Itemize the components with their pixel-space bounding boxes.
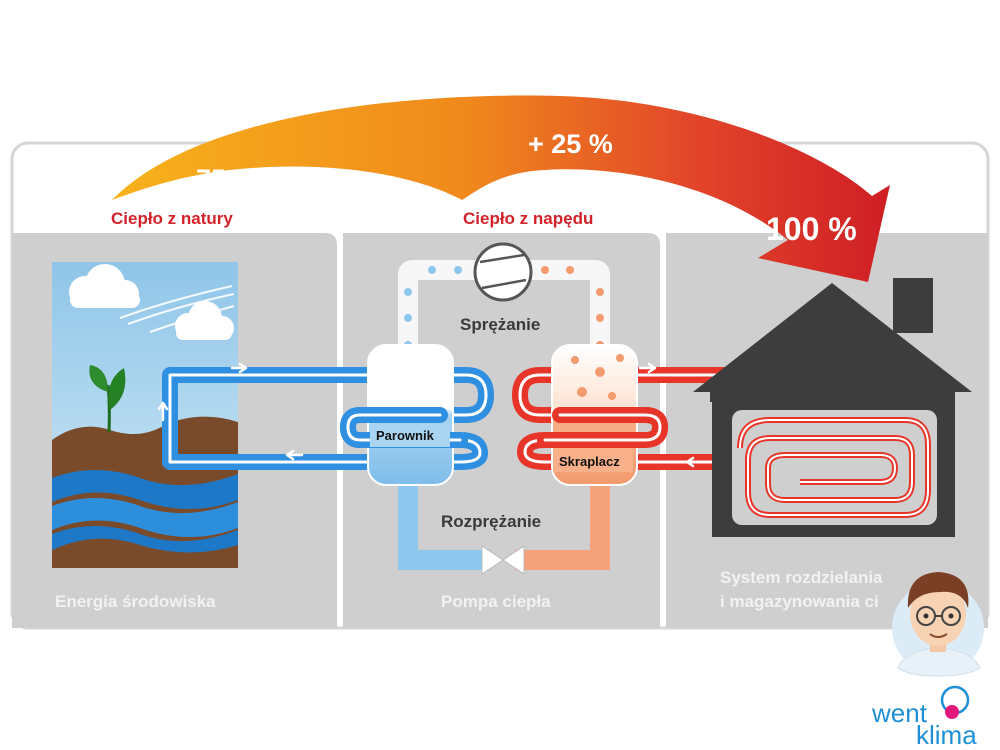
logo-went-text: went xyxy=(871,698,928,728)
wentklima-logo: went klima xyxy=(871,685,977,750)
plant-icon xyxy=(89,365,126,433)
logo-klima-text: klima xyxy=(916,720,977,750)
panel-heatpump-caption: Pompa ciepła xyxy=(441,592,551,611)
heat-nature-label: Ciepło z natury xyxy=(111,209,233,228)
percent-nature-label: 75 % xyxy=(196,164,258,194)
compressor-icon xyxy=(473,242,533,302)
condenser-label: Skraplacz xyxy=(559,454,620,469)
compression-label: Sprężanie xyxy=(460,315,540,334)
panel-system-caption-line2: i magazynowania ci xyxy=(720,592,879,611)
heat-drive-label: Ciepło z napędu xyxy=(463,209,593,228)
cloud-icon xyxy=(69,264,234,340)
panel-system-caption-line1: System rozdzielania xyxy=(720,568,883,587)
heat-pump-unit xyxy=(367,242,638,575)
expansion-valve-icon xyxy=(481,545,525,575)
energy-flow-arrow xyxy=(112,95,890,282)
panel-heatpump xyxy=(343,233,660,628)
avatar xyxy=(892,572,984,677)
expansion-label: Rozprężanie xyxy=(441,512,541,531)
percent-drive-label: + 25 % xyxy=(528,129,613,159)
percent-total-label: 100 % xyxy=(766,211,857,247)
evaporator-label: Parownik xyxy=(376,428,435,443)
house-icon xyxy=(693,278,972,537)
environment-illustration xyxy=(52,262,238,568)
panel-environment-caption: Energia środowiska xyxy=(55,592,216,611)
